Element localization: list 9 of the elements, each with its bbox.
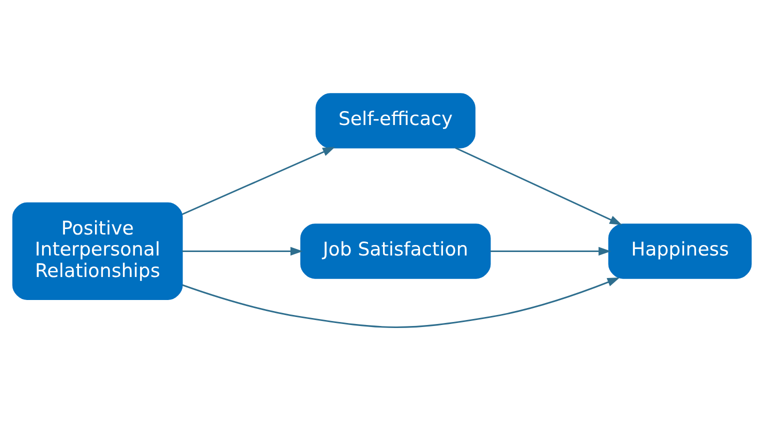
- arrow: [490, 246, 612, 256]
- arrow: [182, 278, 620, 328]
- arrow: [182, 146, 336, 216]
- node-box: Self-efficacy: [316, 93, 476, 148]
- arrow: [455, 147, 622, 226]
- node-box: Job Satisfaction: [300, 224, 491, 279]
- node-box: Positive Interpersonal Relationships: [12, 202, 183, 300]
- node-box: Happiness: [608, 224, 752, 279]
- arrow: [182, 246, 303, 256]
